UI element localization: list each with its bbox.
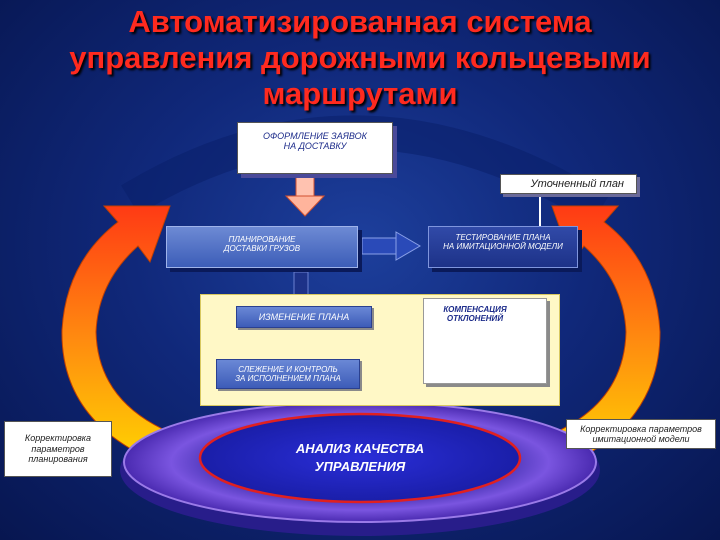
arrow-down-icon <box>293 271 309 297</box>
order-registration-box: ОФОРМЛЕНИЕ ЗАЯВОК НА ДОСТАВКУ <box>237 122 393 174</box>
box-label: Уточненный план <box>530 177 624 190</box>
page-title: Автоматизированная система управления до… <box>0 4 720 112</box>
cycle-arrow-left-icon <box>61 205 191 471</box>
box-label: ИЗМЕНЕНИЕ ПЛАНА <box>258 311 350 322</box>
box-label: ТЕСТИРОВАНИЕ ПЛАНА <box>455 233 551 242</box>
box-label: КОМПЕНСАЦИЯ <box>443 305 507 314</box>
box-label: имитационной модели <box>592 434 690 444</box>
box-label: ЗА ИСПОЛНЕНИЕМ ПЛАНА <box>235 374 341 383</box>
testing-box: ТЕСТИРОВАНИЕ ПЛАНА НА ИМИТАЦИОННОЙ МОДЕЛ… <box>428 226 578 268</box>
box-label: планирования <box>28 454 88 465</box>
box-label: ДОСТАВКИ ГРУЗОВ <box>223 244 301 254</box>
quality-analysis-label: АНАЛИЗ КАЧЕСТВА УПРАВЛЕНИЯ <box>260 440 460 476</box>
box-label: Корректировка <box>24 433 92 444</box>
arrow-right-icon <box>361 231 421 261</box>
box-label: ОТКЛОНЕНИЙ <box>446 314 504 324</box>
box-label: ОФОРМЛЕНИЕ ЗАЯВОК <box>263 131 367 141</box>
analysis-ring <box>120 401 600 536</box>
box-label: СЛЕЖЕНИЕ И КОНТРОЛЬ <box>238 364 338 374</box>
model-correction-box: Корректировка параметров имитационной мо… <box>566 419 716 449</box>
planning-correction-box: Корректировка параметров планирования <box>4 421 112 477</box>
box-label: УПРАВЛЕНИЯ <box>314 459 406 474</box>
cycle-arrow-right-icon <box>535 205 661 473</box>
title-line: Автоматизированная система <box>128 4 592 39</box>
plan-change-box: ИЗМЕНЕНИЕ ПЛАНА <box>236 306 372 328</box>
title-line: управления дорожными кольцевыми <box>69 40 651 75</box>
box-label: НА ИМИТАЦИОННОЙ МОДЕЛИ <box>443 242 563 252</box>
compensation-box: КОМПЕНСАЦИЯ ОТКЛОНЕНИЙ <box>423 298 547 384</box>
arrow-down-icon <box>284 175 326 217</box>
box-label: ПЛАНИРОВАНИЕ <box>228 235 296 244</box>
planning-box: ПЛАНИРОВАНИЕ ДОСТАВКИ ГРУЗОВ <box>166 226 358 268</box>
box-label: НА ДОСТАВКУ <box>283 141 347 152</box>
refined-plan-box: Уточненный план <box>500 174 637 194</box>
box-label: параметров <box>31 443 85 454</box>
box-label: Корректировка параметров <box>580 423 702 434</box>
tracking-box: СЛЕЖЕНИЕ И КОНТРОЛЬ ЗА ИСПОЛНЕНИЕМ ПЛАНА <box>216 359 360 389</box>
title-line: маршрутами <box>262 76 458 111</box>
box-label: АНАЛИЗ КАЧЕСТВА <box>295 441 425 456</box>
